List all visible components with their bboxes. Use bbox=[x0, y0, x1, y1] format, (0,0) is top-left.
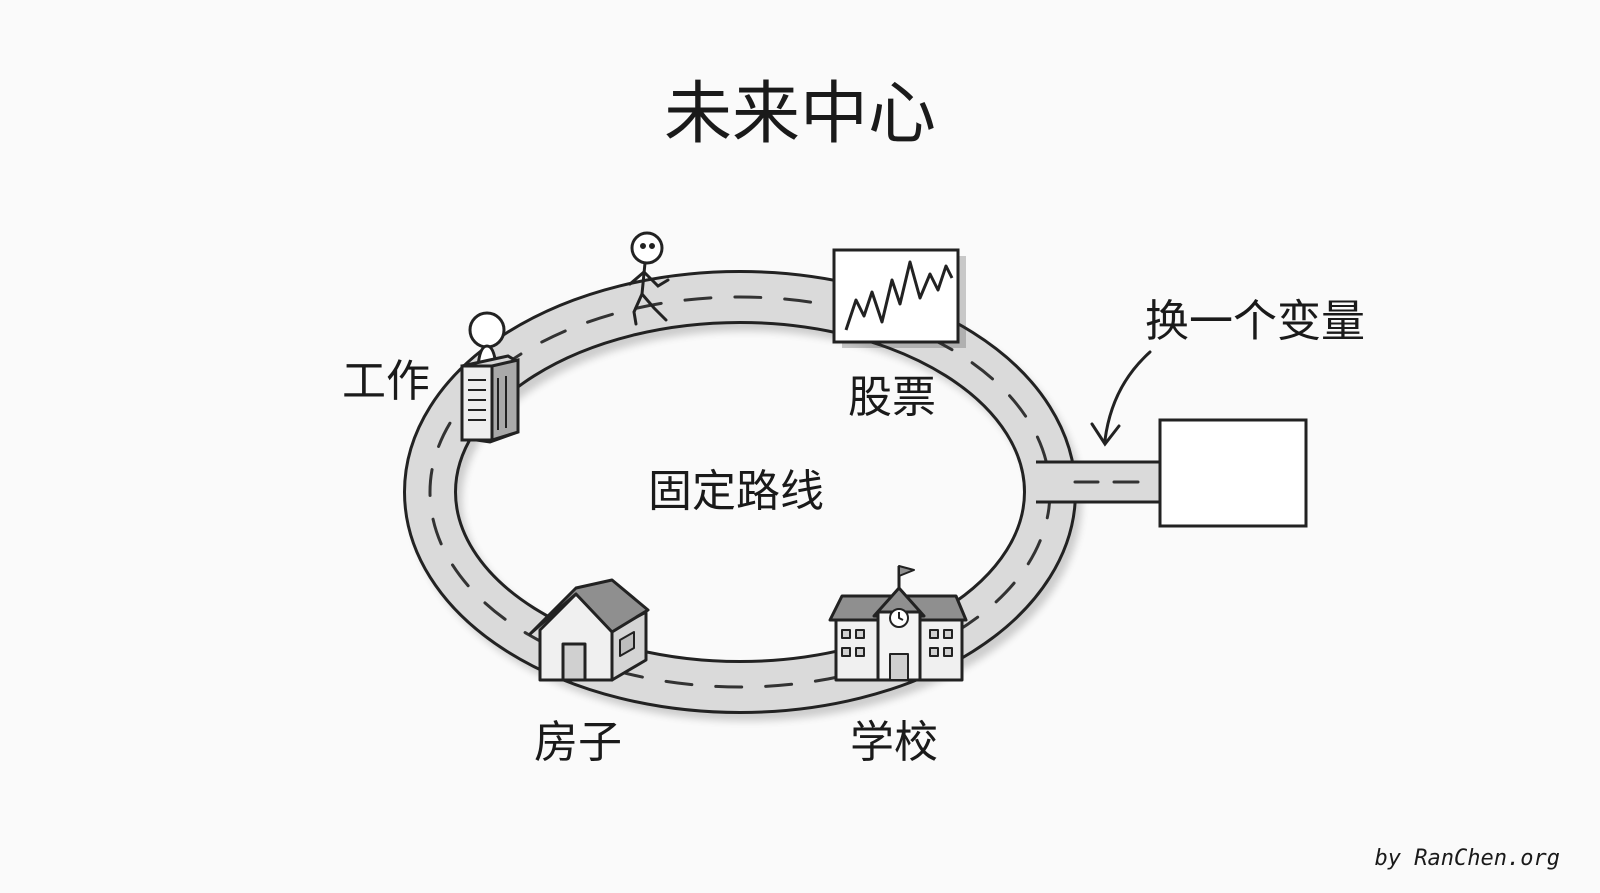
empty-variable-box bbox=[1158, 418, 1308, 528]
label-school: 学校 bbox=[850, 717, 938, 768]
branch-road bbox=[1030, 460, 1162, 504]
school-icon bbox=[828, 565, 968, 682]
label-house: 房子 bbox=[534, 717, 622, 768]
label-stock: 股票 bbox=[848, 372, 936, 423]
curved-arrow-icon bbox=[1090, 350, 1152, 447]
credit-text: by RanChen.org bbox=[1374, 846, 1560, 871]
diagram-title: 未来中心 bbox=[663, 75, 936, 154]
stock-chart-icon bbox=[832, 248, 966, 348]
house-icon bbox=[528, 578, 650, 682]
label-fixed-route: 固定路线 bbox=[648, 466, 824, 517]
label-change-variable: 换一个变量 bbox=[1145, 296, 1365, 347]
office-building-icon bbox=[460, 311, 520, 444]
stick-figure-icon bbox=[628, 231, 670, 326]
label-work: 工作 bbox=[342, 356, 430, 407]
